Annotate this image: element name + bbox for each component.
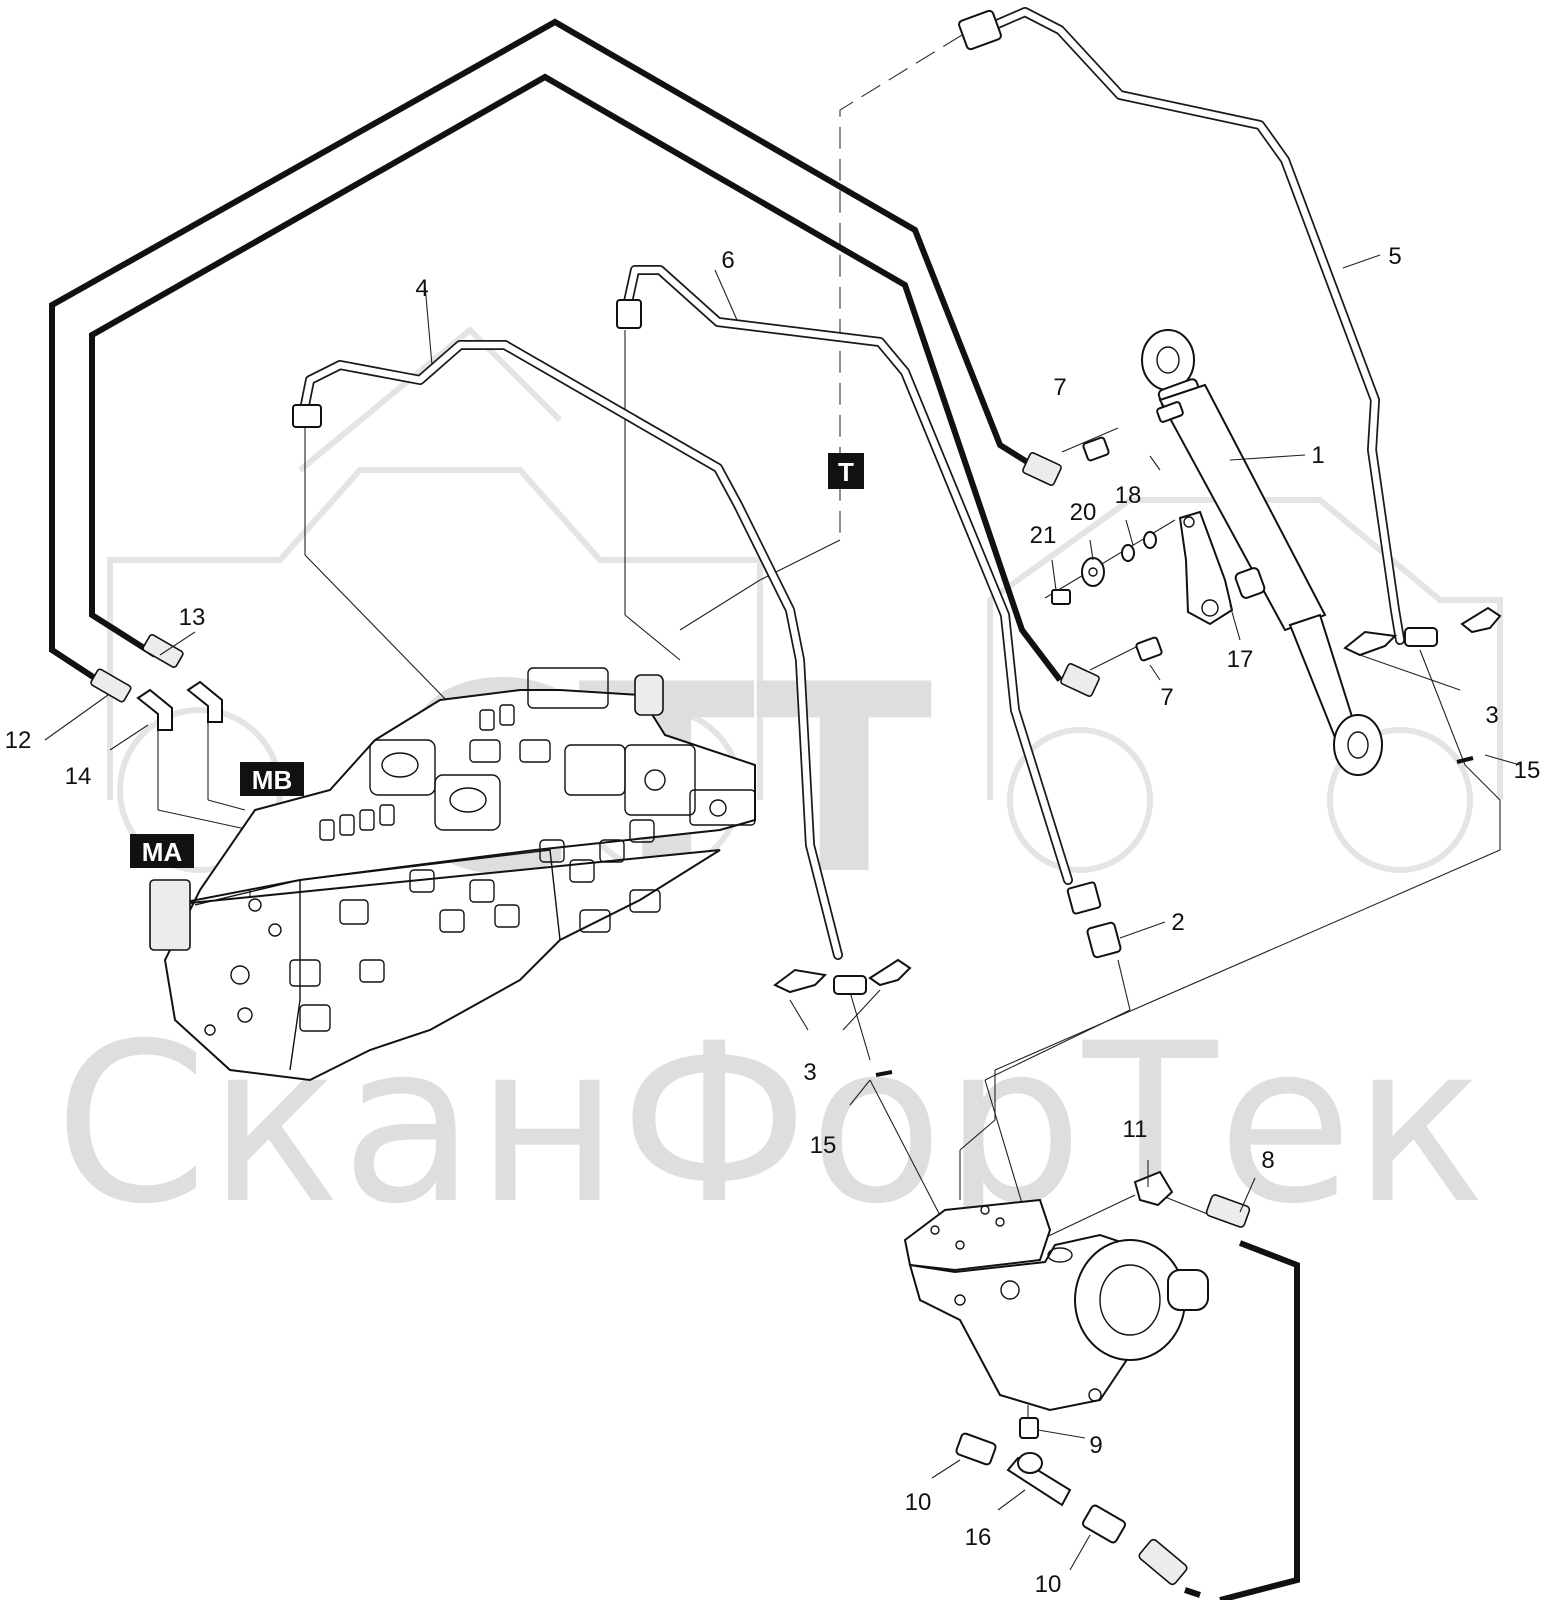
hydraulic-cylinder-1 — [1141, 329, 1383, 776]
hydraulic-hoses-upper — [49, 18, 1063, 691]
tube-4-nut — [292, 404, 322, 428]
port-tag-ma-label: MA — [142, 837, 183, 867]
clamp-3b-right — [1460, 606, 1502, 634]
tube-6-nut — [616, 299, 642, 329]
adapter-10-right — [1082, 1504, 1126, 1544]
callout-17: 17 — [1227, 646, 1254, 673]
callout-18: 18 — [1115, 482, 1142, 509]
left-hose-fittings — [90, 634, 223, 731]
fitting-13 — [142, 634, 184, 668]
washer-18b — [1121, 544, 1135, 562]
tube-6-end-nut — [1066, 881, 1102, 915]
washer-20 — [1081, 557, 1105, 587]
callout-1: 1 — [1311, 442, 1324, 469]
oring-15a — [875, 1070, 893, 1077]
clamp-3a-left — [773, 968, 828, 994]
hose-8-end-bottom — [1138, 1538, 1188, 1586]
fitting-9 — [1019, 1417, 1039, 1439]
upper-hose-fittings — [1022, 436, 1163, 697]
callout-2: 2 — [1171, 909, 1184, 936]
callout-8: 8 — [1261, 1147, 1274, 1174]
callout-5: 5 — [1388, 243, 1401, 270]
port-tag-t: T — [828, 453, 864, 489]
callout-15b: 15 — [1514, 757, 1541, 784]
callout-21: 21 — [1030, 522, 1057, 549]
tube-6 — [616, 265, 1102, 915]
elbow-14a — [136, 688, 173, 731]
adapter-7-upper — [1082, 436, 1110, 462]
bolt-21 — [1051, 589, 1071, 605]
port-tag-t-label: T — [838, 457, 854, 487]
callout-12: 12 — [5, 727, 32, 754]
callout-7b: 7 — [1160, 684, 1173, 711]
motor-fittings — [955, 1170, 1251, 1586]
elbow-11 — [1133, 1170, 1174, 1207]
elbow-14b — [186, 680, 223, 723]
callout-3a: 3 — [803, 1059, 816, 1086]
callout-3b: 3 — [1485, 702, 1498, 729]
adapter-2 — [1086, 921, 1122, 959]
washer-18a — [1143, 531, 1157, 549]
control-valve-block — [149, 667, 756, 1082]
callout-15a: 15 — [810, 1132, 837, 1159]
callout-9: 9 — [1089, 1432, 1102, 1459]
callout-14: 14 — [65, 763, 92, 790]
callout-leaders — [44, 254, 1521, 1571]
callout-20: 20 — [1070, 499, 1097, 526]
callout-16: 16 — [965, 1524, 992, 1551]
bushing — [1234, 567, 1266, 599]
hydraulic-motor — [903, 1198, 1209, 1412]
hose-8 — [1184, 1240, 1300, 1600]
hose-8-end-top — [1205, 1194, 1251, 1228]
callout-4: 4 — [415, 275, 428, 302]
callout-10b: 10 — [1035, 1571, 1062, 1598]
tube-5-nut — [958, 9, 1002, 51]
port-tag-mb: MB — [240, 762, 304, 796]
callout-11: 11 — [1123, 1116, 1148, 1143]
callout-labels: 1 2 3 3 4 5 6 7 7 8 9 10 10 11 12 13 14 … — [5, 243, 1541, 1598]
adapter-7-lower — [1135, 636, 1163, 662]
port-tag-ma: MA — [130, 834, 194, 868]
callout-7a: 7 — [1053, 374, 1066, 401]
oring-15b — [1456, 756, 1474, 764]
clamps-and-rings — [773, 606, 1502, 1077]
clamp-3b-left — [1343, 630, 1398, 657]
callout-6: 6 — [721, 247, 734, 274]
fitting-12 — [90, 668, 132, 703]
tube-4-sleeve — [833, 975, 867, 995]
bracket-17 — [1178, 510, 1234, 626]
callout-10a: 10 — [905, 1489, 932, 1516]
tube-5-sleeve — [1404, 627, 1438, 647]
callout-13: 13 — [179, 604, 206, 631]
tube-5 — [958, 7, 1405, 645]
tube-4 — [292, 340, 843, 960]
adapter-10-left — [955, 1432, 997, 1466]
leader-lines — [157, 34, 1501, 1425]
clamp-3a-right — [868, 958, 912, 987]
bracket-assembly — [1051, 510, 1266, 626]
port-tag-mb-label: MB — [252, 765, 292, 795]
